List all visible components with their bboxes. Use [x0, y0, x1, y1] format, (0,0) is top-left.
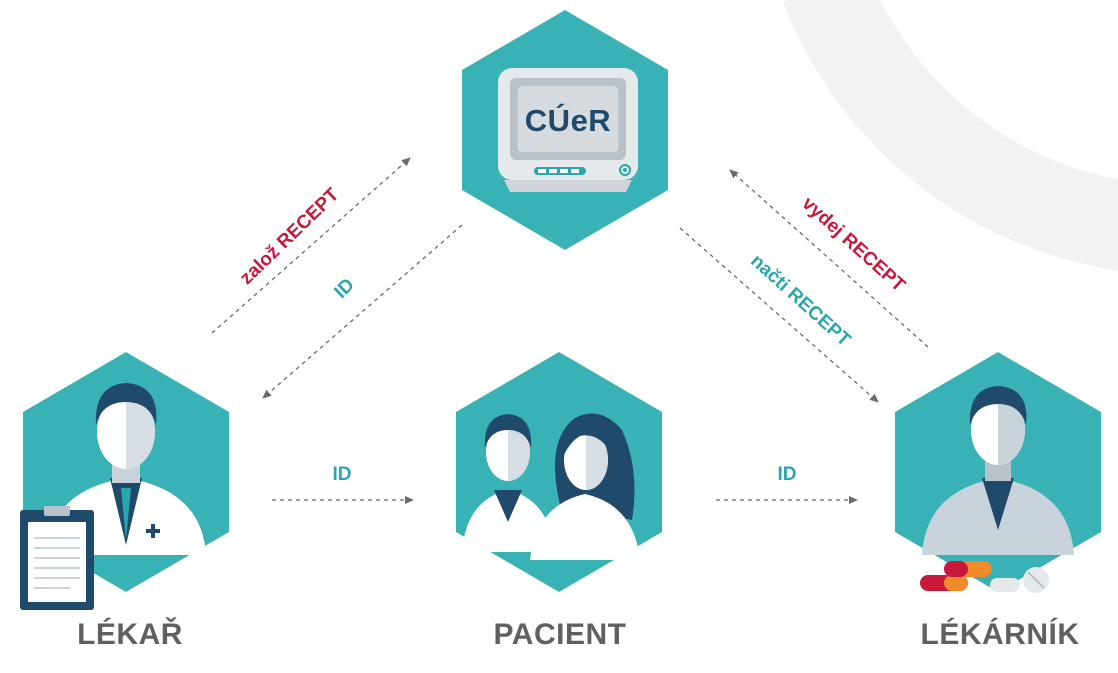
- arrow-load-prescription: [679, 227, 879, 403]
- id-doctor-to-patient-label: ID: [332, 464, 352, 485]
- doctor-label: LÉKAŘ: [77, 618, 183, 651]
- pharmacist-label: LÉKÁRNÍK: [920, 618, 1080, 651]
- pills-icon: [920, 561, 1049, 593]
- monitor-icon: [498, 68, 638, 192]
- doctor-icon: [20, 383, 206, 610]
- background-ring: [782, 0, 1118, 271]
- patient-label: PACIENT: [493, 618, 627, 651]
- patients-icon: [462, 413, 640, 560]
- server-label: CÚeR: [524, 103, 612, 138]
- arrow-id-to-doctor: [262, 224, 463, 399]
- arrow-create-prescription: [211, 157, 411, 334]
- pharmacist-icon: [922, 386, 1074, 555]
- id-patient-to-pharmacist-label: ID: [777, 464, 797, 485]
